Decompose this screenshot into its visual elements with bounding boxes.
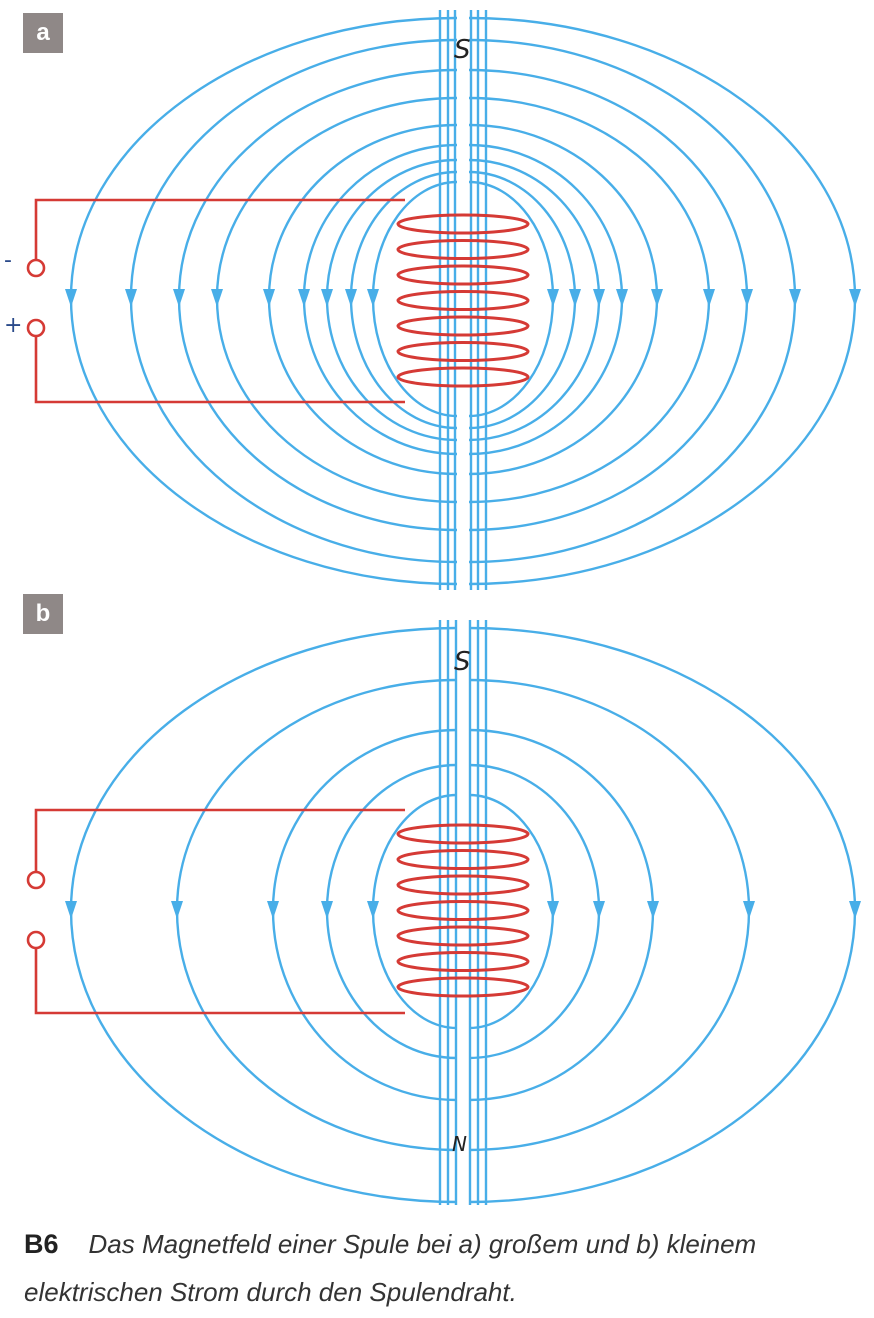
coil-winding-b-0	[396, 823, 530, 845]
terminal-top-b	[26, 870, 46, 890]
pole-label-south-a: S	[454, 35, 471, 65]
coil-winding-b-3	[396, 900, 530, 921]
arrow-right-a-3	[703, 289, 715, 307]
arrow-left-a-2	[173, 289, 185, 307]
arrow-right-a-5	[616, 289, 628, 307]
coil-winding-b-1	[396, 849, 530, 870]
field-line-left-a-3	[215, 96, 458, 504]
arrow-left-b-3	[321, 901, 333, 919]
caption-number: B6	[24, 1229, 59, 1259]
field-line-left-b-2	[271, 728, 458, 1102]
wire-top-b	[34, 808, 405, 871]
field-line-right-b-1	[468, 678, 751, 1152]
arrow-right-b-2	[647, 901, 659, 919]
arrow-right-a-2	[741, 289, 753, 307]
pole-label-north-b: N	[452, 1132, 467, 1156]
plus-annotation: +	[4, 313, 23, 338]
coil-winding-a-1	[396, 239, 530, 260]
coil-winding-b-6	[396, 976, 530, 998]
coil-winding-a-6	[396, 366, 530, 388]
field-line-right-a-6	[468, 158, 601, 442]
field-line-left-b-0	[69, 626, 458, 1204]
coil-winding-b-4	[396, 925, 530, 947]
field-line-right-b-0	[468, 626, 857, 1204]
coil-winding-a-5	[396, 341, 530, 362]
minus-annotation: -	[4, 248, 12, 273]
coil-winding-b-2	[396, 874, 530, 896]
arrow-left-a-5	[298, 289, 310, 307]
terminal-top-a	[26, 258, 46, 278]
terminal-bottom-b	[26, 930, 46, 950]
arrow-left-a-7	[345, 289, 357, 307]
wire-bottom-b	[34, 949, 405, 1015]
arrow-left-a-3	[211, 289, 223, 307]
coil-winding-a-0	[396, 213, 530, 235]
pole-label-south-b: S	[454, 647, 471, 677]
caption-text: Das Magnetfeld einer Spule bei a) großem…	[24, 1229, 757, 1307]
field-line-left-a-6	[325, 158, 458, 442]
wire-top-a	[34, 198, 405, 259]
arrow-right-a-7	[569, 289, 581, 307]
field-line-right-b-2	[468, 728, 655, 1102]
panel-label-b: b	[23, 594, 63, 634]
field-line-right-b-3	[468, 763, 601, 1060]
arrow-left-a-8	[367, 289, 379, 307]
arrow-right-b-3	[593, 901, 605, 919]
coil-winding-a-3	[396, 290, 530, 311]
magnetic-field-diagram	[26, 10, 861, 1205]
arrow-right-a-4	[651, 289, 663, 307]
field-line-right-a-3	[468, 96, 711, 504]
field-line-left-b-1	[175, 678, 458, 1152]
arrow-right-b-4	[547, 901, 559, 919]
arrow-right-a-0	[849, 289, 861, 307]
arrow-left-b-0	[65, 901, 77, 919]
panel-label-a: a	[23, 13, 63, 53]
arrow-left-b-2	[267, 901, 279, 919]
field-line-left-a-2	[177, 68, 458, 532]
arrow-right-a-1	[789, 289, 801, 307]
arrow-left-a-4	[263, 289, 275, 307]
wire-bottom-a	[34, 337, 405, 404]
terminal-bottom-a	[26, 318, 46, 338]
arrow-left-a-0	[65, 289, 77, 307]
arrow-right-b-0	[849, 901, 861, 919]
arrow-left-a-6	[321, 289, 333, 307]
field-line-right-a-2	[468, 68, 749, 532]
arrow-left-a-1	[125, 289, 137, 307]
coil-winding-b-5	[396, 951, 530, 972]
arrow-right-a-8	[547, 289, 559, 307]
arrow-right-a-6	[593, 289, 605, 307]
coil-winding-a-2	[396, 264, 530, 286]
coil-winding-a-4	[396, 315, 530, 337]
arrow-right-b-1	[743, 901, 755, 919]
arrow-left-b-4	[367, 901, 379, 919]
arrow-left-b-1	[171, 901, 183, 919]
